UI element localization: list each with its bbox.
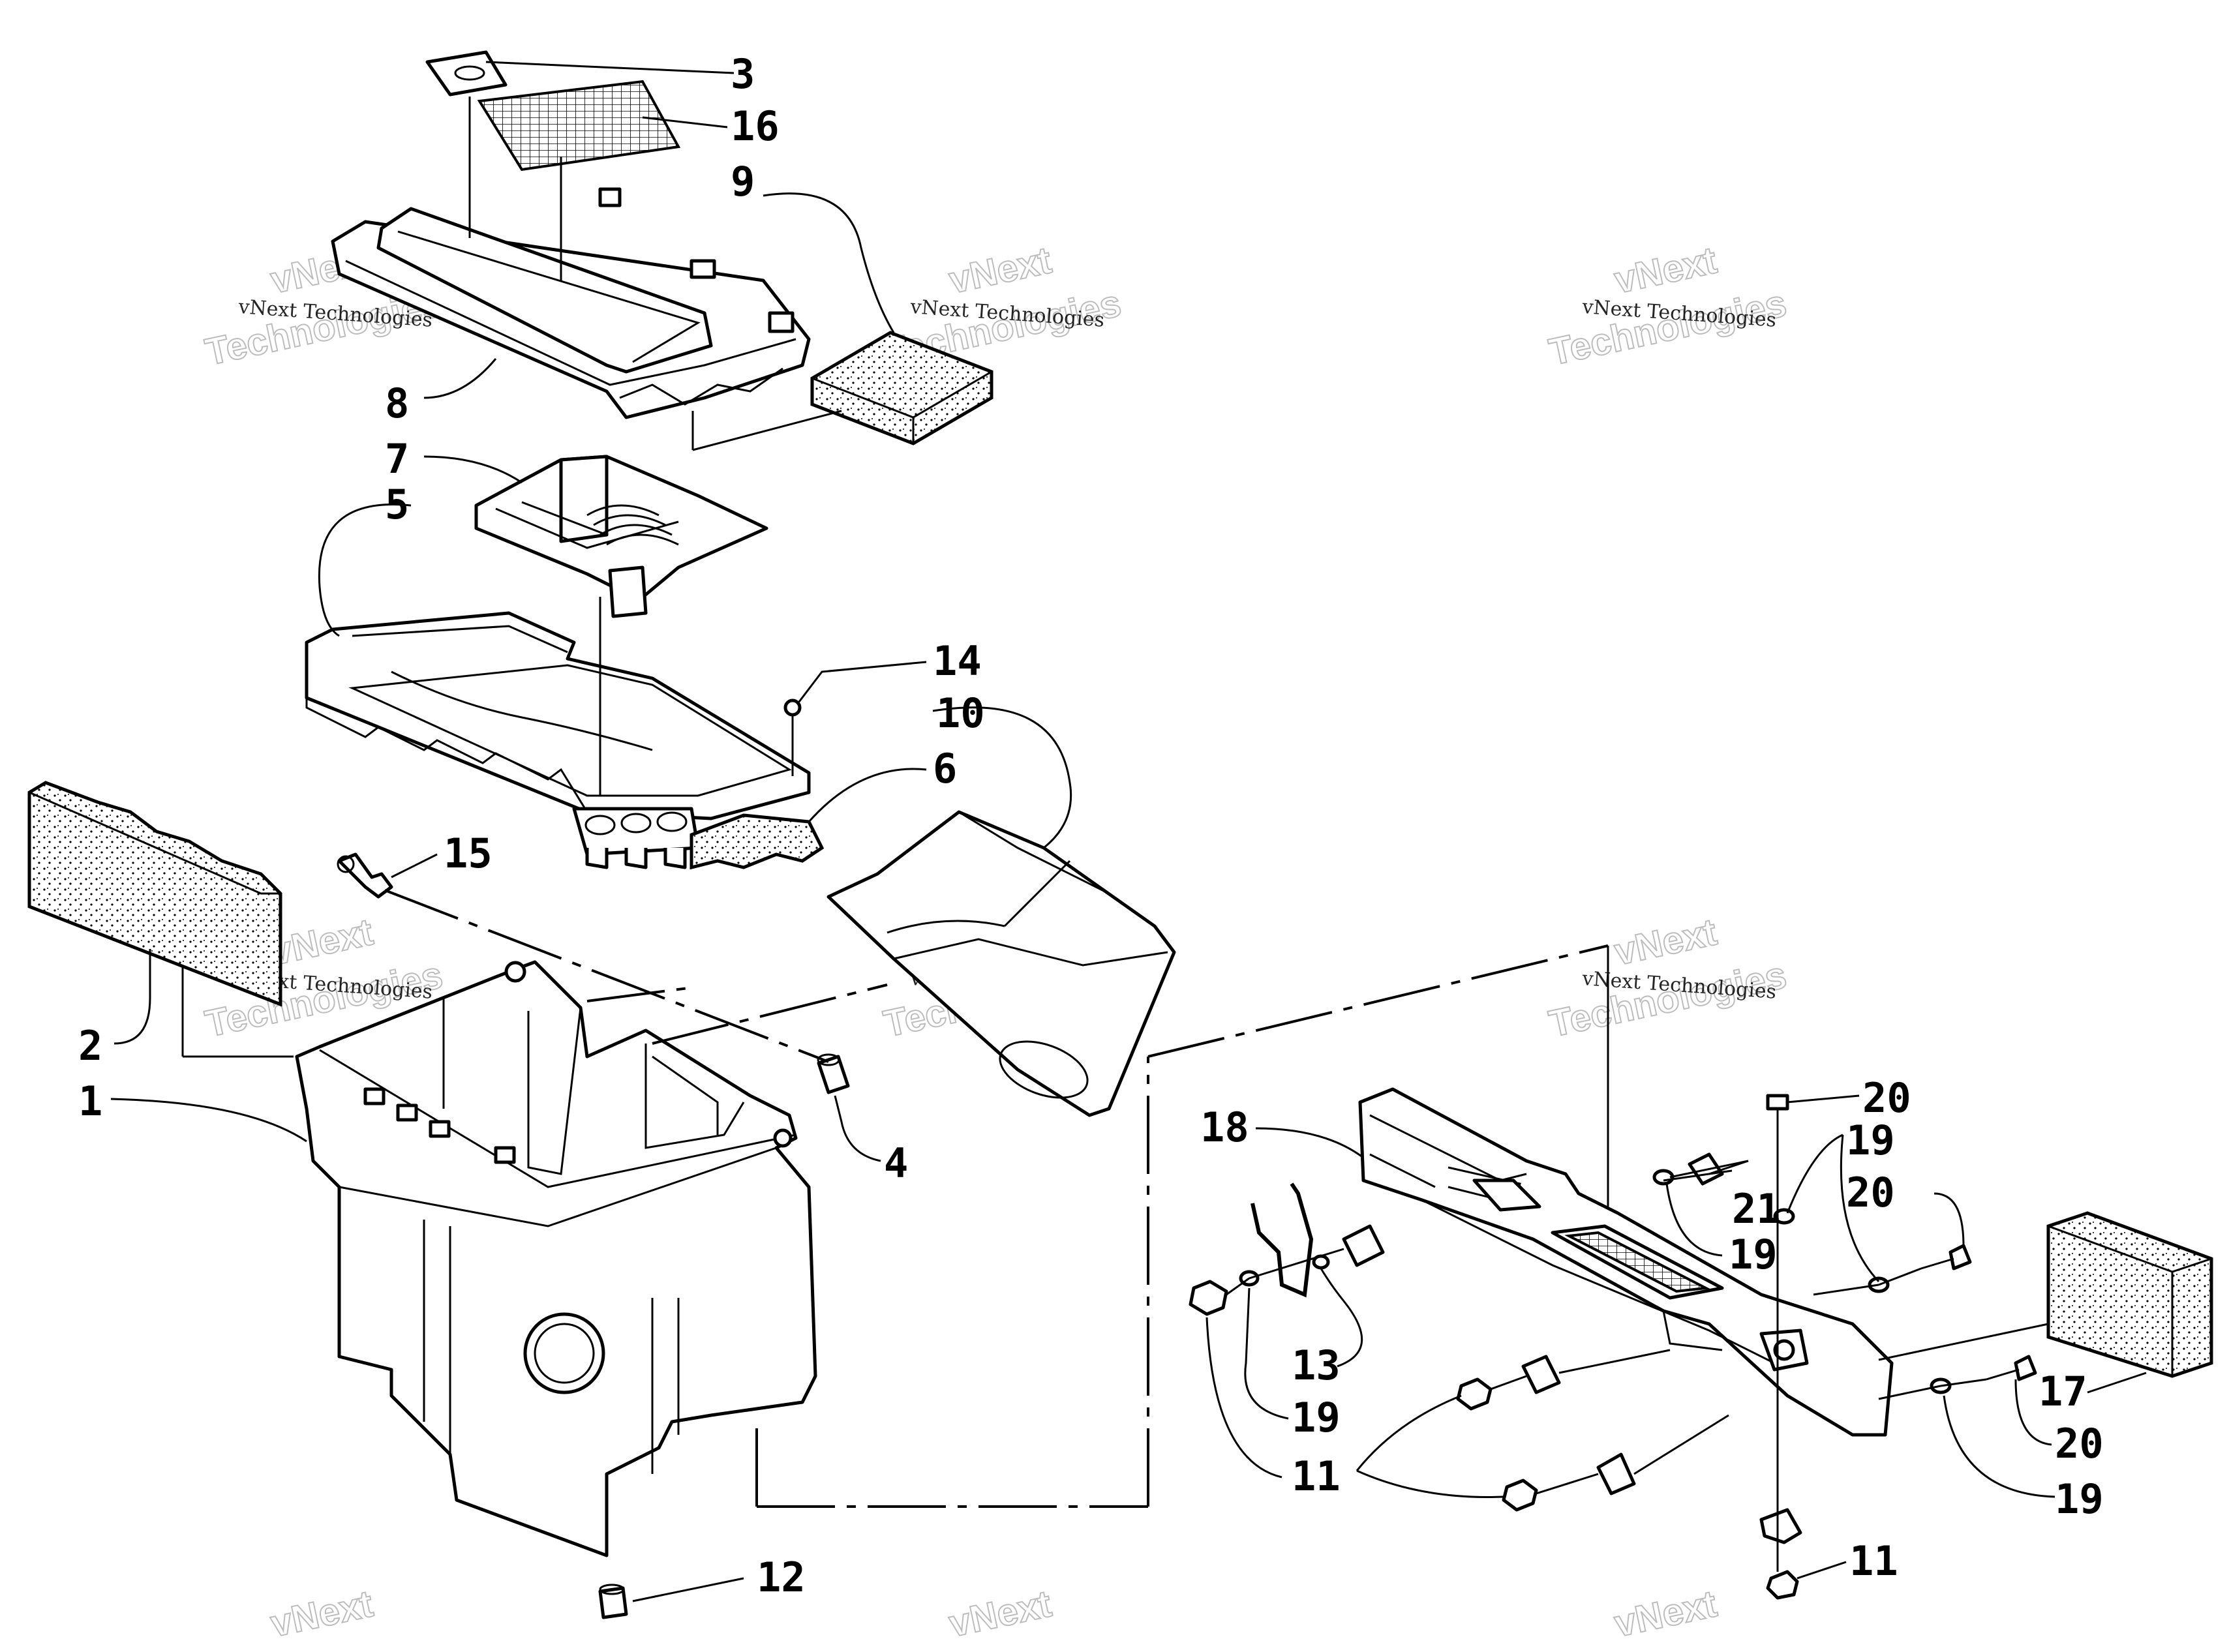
part-2-foam-block [27,781,282,1007]
part-9-foam-pad [810,331,993,445]
watermark-line1: vNext [267,1582,376,1645]
callout-10: 10 [936,689,985,737]
callout-9: 9 [731,158,755,205]
part-16-label [477,80,681,172]
part-8-cover [331,187,811,419]
callout-20: 20 [1862,1074,1911,1122]
watermark-line1: vNext [945,239,1055,301]
callout-8: 8 [385,380,409,427]
part-7-intake [474,455,768,618]
callout-19: 19 [1846,1117,1895,1164]
callout-14: 14 [933,637,982,685]
callout-16: 16 [731,102,780,150]
watermark-line1: vNext [1611,239,1720,301]
callout-18: 18 [1200,1104,1249,1151]
callout-15: 15 [444,830,493,877]
assembly-lines-left [181,97,1609,1508]
watermark-line1: vNext [1611,910,1720,973]
part-1-silencer-box [295,960,817,1557]
leader-lines [110,61,2147,1602]
part-4-grommet [817,1053,850,1094]
callout-19: 19 [1729,1231,1778,1278]
callout-3: 3 [731,50,755,98]
watermark: vNext Technologies vNext Technologies [1545,910,1791,1045]
watermark-line1: vNext [1611,1582,1720,1645]
hardware [1189,1094,2049,1600]
watermark-line1: vNext [267,910,376,973]
callout-19: 19 [2055,1475,2104,1523]
callout-2: 2 [78,1022,102,1070]
part-14-screw [783,698,802,730]
watermark-line1: vNext [945,1582,1055,1645]
part-15-fitting [337,852,393,899]
callout-11: 11 [1849,1537,1898,1585]
part-17-foam-block [2046,1211,2213,1378]
callout-19: 19 [1292,1394,1341,1441]
part-13-rod [1251,1182,1314,1298]
part-10-inlet-duct [826,810,1176,1117]
callout-6: 6 [933,745,957,792]
callout-5: 5 [385,481,409,528]
watermark: vNext vNext vNext [266,1582,1721,1645]
part-5-base-plate [305,611,811,869]
callouts: 3 16 9 8 7 5 14 10 6 15 2 1 4 12 18 20 1… [78,50,2104,1601]
part-3-decal [425,50,508,97]
callout-20: 20 [2055,1420,2104,1467]
part-6-foam-strip [690,813,825,870]
callout-11: 11 [1292,1452,1341,1500]
watermark: vNext Technologies vNext Technologies [1545,238,1791,374]
part-18-bracket [1358,1087,1894,1437]
callout-20: 20 [1846,1169,1895,1216]
callout-21: 21 [1732,1185,1781,1233]
callout-13: 13 [1292,1342,1341,1389]
callout-12: 12 [757,1554,806,1601]
callout-17: 17 [2039,1368,2087,1415]
part-12-plug [598,1584,628,1619]
callout-1: 1 [78,1077,102,1125]
callout-4: 4 [884,1139,908,1187]
callout-7: 7 [385,435,409,483]
